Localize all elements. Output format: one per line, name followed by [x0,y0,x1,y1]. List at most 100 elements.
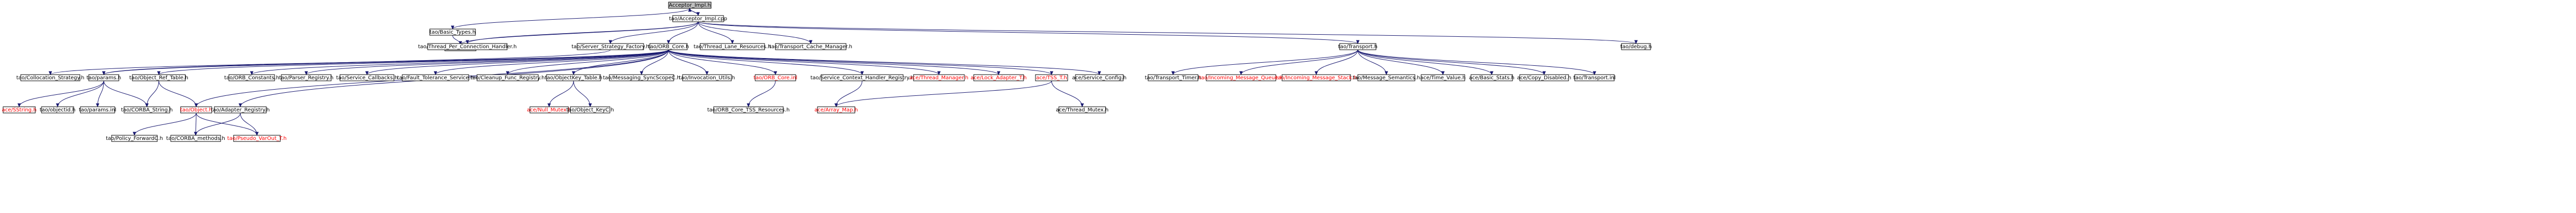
node-box [1148,74,1198,81]
node-box [700,43,765,50]
dependency-edge-object_h-to-pseudo_varout [196,112,257,135]
node-service_context[interactable]: tao/Service_Context_Handler_Registry.h [810,74,914,81]
node-box [1574,74,1615,81]
node-object_ref_table[interactable]: tao/Object_Ref_Table.h [129,74,188,81]
dependency-edge-params-to-ace_sstring [19,80,104,107]
node-ace_service_config[interactable]: ace/Service_Config.h [1072,74,1127,81]
dependency-edge-acceptor_impl_cpp-to-transport_cache [698,21,811,44]
node-label: ace/Array_Map.h [814,107,858,113]
node-box [20,74,80,81]
node-message_semantics[interactable]: tao/Message_Semantics.h [1353,74,1420,81]
node-label: tao/CORBA_methods.h [166,136,225,141]
node-objectid[interactable]: tao/objectid.h [40,106,76,113]
node-label: tao/Acceptor_Impl.cpp [669,16,727,22]
node-fault_tolerance[interactable]: tao/Fault_Tolerance_Service.h [397,74,474,81]
node-box [339,74,394,81]
node-ace_thread_manager[interactable]: ace/Thread_Manager.h [909,74,969,81]
dependency-edge-params-to-corba_string [103,80,147,107]
node-orb_core_inl[interactable]: tao/ORB_Core.inl [754,74,797,81]
node-incoming_stack[interactable]: tao/Incoming_Message_Stack.h [1276,74,1357,81]
dependency-edge-orb_core-to-parser_registry [306,49,669,75]
node-params[interactable]: tao/params.h [87,74,121,81]
node-box [570,106,610,113]
node-service_callbacks[interactable]: tao/Service_Callbacks.h [336,74,398,81]
node-thread_lane[interactable]: tao/Thread_Lane_Resources.h [693,43,771,50]
node-basic_stats[interactable]: ace/Basic_Stats.h [1469,74,1515,81]
node-thread_mutex[interactable]: ace/Thread_Mutex.h [1056,106,1109,113]
node-transport_cache[interactable]: tao/Transport_Cache_Manager.h [769,43,852,50]
node-label: tao/Object_KeyC.h [566,107,614,113]
node-box [1519,74,1569,81]
node-basic_types[interactable]: tao/Basic_Types.h [429,29,476,36]
node-corba_string[interactable]: tao/CORBA_String.h [121,106,173,113]
node-invocation_utils[interactable]: tao/Invocation_Utils.h [679,74,735,81]
node-ace_lock_adapter[interactable]: ace/Lock_Adapter_T.h [971,74,1027,81]
dependency-edge-orb_core_inl-to-orb_core_tss [748,80,776,107]
node-box [1206,74,1276,81]
node-ace_tss[interactable]: ace/TSS_T.h [1035,74,1068,81]
node-corba_methods[interactable]: tao/CORBA_methods.h [166,135,225,142]
node-transport_timer[interactable]: tao/Transport_Timer.h [1145,74,1202,81]
node-label: ace/Service_Config.h [1072,75,1127,81]
node-objectkey_table[interactable]: tao/ObjectKey_Table.h [545,74,603,81]
node-label: tao/Incoming_Message_Stack.h [1276,75,1357,81]
node-params_inl[interactable]: tao/params.inl [79,106,116,113]
node-ace_sstring[interactable]: ace/SString.h [2,106,37,113]
node-label: tao/Transport.h [1338,44,1378,50]
node-label: tao/Pseudo_VarOut_T.h [227,136,287,141]
dependency-edge-params-to-objectid [58,80,104,107]
node-thread_per_conn[interactable]: tao/Thread_Per_Connection_Handler.h [418,43,517,50]
node-label: tao/params.h [87,75,121,81]
node-orb_core_tss[interactable]: tao/ORB_Core_TSS_Resources.h [707,106,790,113]
node-transport_inl[interactable]: tao/Transport.inl [1573,74,1616,81]
node-adapter_registry[interactable]: tao/Adapter_Registry.h [211,106,270,113]
node-label: tao/Fault_Tolerance_Service.h [397,75,474,81]
node-orb_core[interactable]: tao/ORB_Core.h [648,43,689,50]
node-incoming_queue[interactable]: tao/Incoming_Message_Queue.h [1199,74,1283,81]
node-box [132,74,186,81]
node-object_h[interactable]: tao/Object.h [180,106,212,113]
node-null_mutex[interactable]: ace/Null_Mutex.h [527,106,571,113]
dependency-edge-transport-to-time_value [1357,49,1443,75]
node-label: tao/Transport_Timer.h [1145,75,1202,81]
dependency-edge-transport-to-transport_inl [1357,49,1594,75]
dependency-edge-transport-to-basic_stats [1357,49,1492,75]
node-server_strategy[interactable]: tao/Server_Strategy_Factory.h [571,43,649,50]
node-acceptor_impl_cpp[interactable]: tao/Acceptor_Impl.cpp [669,15,727,22]
node-parser_registry[interactable]: tao/Parser_Registry.h [279,74,334,81]
node-box [228,74,275,81]
node-label: tao/Invocation_Utils.h [679,75,735,81]
node-box [3,106,36,113]
node-policy_forward[interactable]: tao/Policy_ForwardC.h [106,135,163,142]
dependency-edge-orb_core-to-ace_service_config [668,49,1099,75]
node-label: tao/ORB_Core.inl [754,75,797,81]
node-box [41,106,74,113]
node-label: tao/Thread_Lane_Resources.h [693,44,771,50]
dependency-edge-orb_core-to-orb_core_inl [668,49,775,75]
nodes-layer: Acceptor_Impl.htao/Acceptor_Impl.cpptao/… [2,2,1652,142]
node-object_keyc[interactable]: tao/Object_KeyC.h [566,106,614,113]
node-box [609,74,674,81]
node-label: tao/Messaging_SyncScopeC.h [603,75,680,81]
node-label: ace/Time_Value.h [1420,75,1466,81]
node-box [170,135,221,142]
node-box [1075,74,1124,81]
node-box [1621,43,1651,50]
dependency-edge-service_context-to-array_map [836,80,863,107]
node-orb_constants[interactable]: tao/ORB_Constants.h [224,74,279,81]
node-time_value[interactable]: ace/Time_Value.h [1420,74,1466,81]
node-array_map[interactable]: ace/Array_Map.h [814,106,858,113]
dependency-edge-object_ref_table-to-object_h [158,80,196,107]
node-box [80,106,115,113]
node-pseudo_varout[interactable]: tao/Pseudo_VarOut_T.h [227,135,287,142]
node-copy_disabled[interactable]: ace/Copy_Disabled.h [1517,74,1571,81]
node-box [476,74,539,81]
node-messaging_sync[interactable]: tao/Messaging_SyncScopeC.h [603,74,680,81]
node-debug[interactable]: tao/debug.h [1620,43,1652,50]
node-label: tao/Service_Callbacks.h [336,75,398,81]
node-collocation[interactable]: tao/Collocation_Strategy.h [16,74,85,81]
node-label: tao/Service_Context_Handler_Registry.h [810,75,914,81]
node-transport[interactable]: tao/Transport.h [1338,43,1378,50]
node-cleanup_func[interactable]: tao/Cleanup_Func_Registry.h [470,74,545,81]
